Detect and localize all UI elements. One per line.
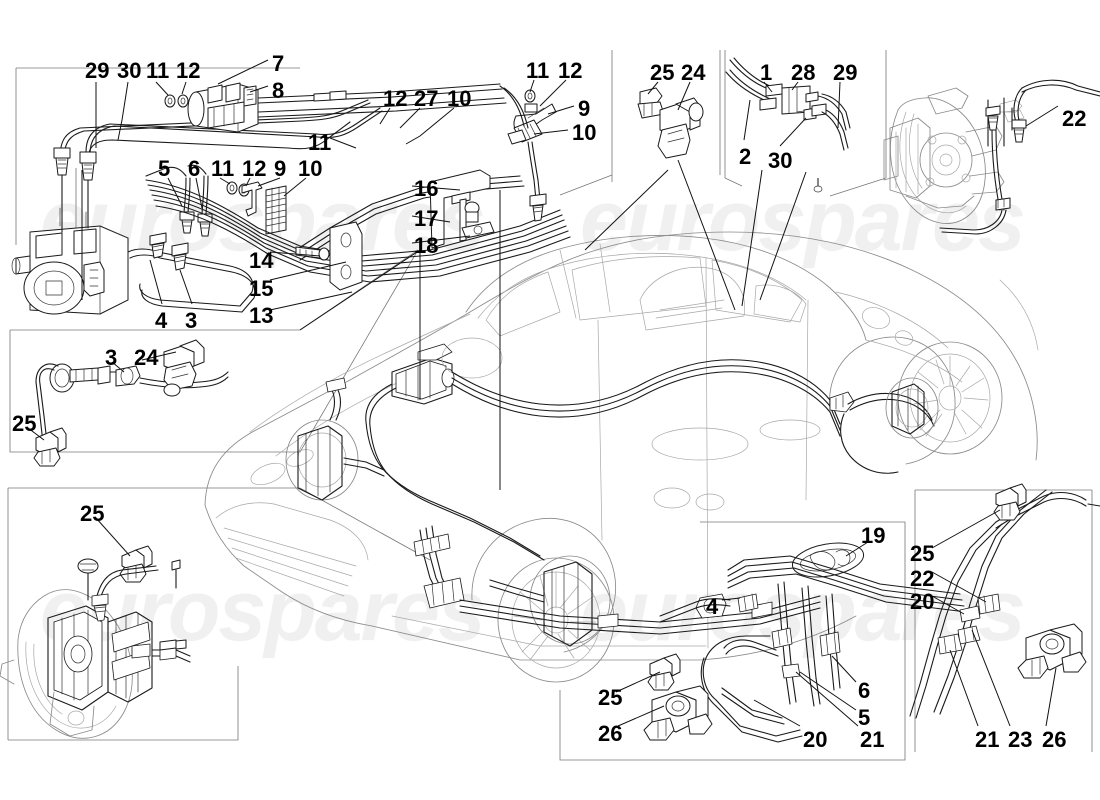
callout-7: 7	[272, 51, 285, 76]
rear-hub-brake-assembly	[883, 87, 1025, 224]
callout-10: 10	[447, 86, 472, 111]
callout-9: 9	[274, 156, 287, 181]
callout-2: 2	[739, 144, 752, 169]
callout-15: 15	[249, 276, 274, 301]
abs-sensor-cable-22	[939, 79, 1100, 235]
callout-25: 25	[80, 501, 105, 526]
callout-10: 10	[572, 120, 597, 145]
callout-21: 21	[975, 727, 1000, 752]
callout-5: 5	[858, 705, 871, 730]
callout-6: 6	[188, 156, 201, 181]
callout-4: 4	[706, 594, 719, 619]
callout-10: 10	[298, 156, 323, 181]
installed-brake-lines	[285, 337, 939, 647]
callout-26: 26	[598, 721, 623, 746]
callout-27: 27	[414, 86, 439, 111]
callout-11: 11	[308, 130, 332, 155]
junction-block-28	[725, 57, 851, 151]
callout-3: 3	[105, 345, 118, 370]
inset-rear-pipes-right	[909, 483, 1100, 719]
callout-24: 24	[134, 345, 159, 370]
callout-28: 28	[791, 60, 816, 85]
pipes-5-6	[145, 164, 213, 237]
abs-unit-assembly	[11, 207, 129, 315]
front-brake-detail-lower-left	[0, 558, 191, 739]
leader-lines-vehicle	[81, 159, 823, 490]
inset-rear-lines-19-21	[643, 542, 967, 743]
callout-12: 12	[242, 156, 267, 181]
washers-11-12-top	[164, 94, 189, 108]
inset-clip-25-lower	[119, 545, 153, 583]
callout-25: 25	[12, 411, 37, 436]
callout-1: 1	[760, 60, 773, 85]
callout-19: 19	[861, 523, 886, 548]
callout-29: 29	[833, 60, 858, 85]
callout-20: 20	[803, 727, 828, 752]
callout-24: 24	[681, 60, 706, 85]
callout-13: 13	[249, 303, 274, 328]
callout-9: 9	[578, 96, 591, 121]
callout-5: 5	[158, 156, 171, 181]
callout-25: 25	[598, 685, 623, 710]
callout-18: 18	[414, 233, 439, 258]
callout-12: 12	[176, 58, 201, 83]
callout-22: 22	[1062, 106, 1087, 131]
callout-6: 6	[858, 678, 871, 703]
callout-11: 11	[526, 58, 550, 83]
callout-17: 17	[414, 206, 439, 231]
inset-frames	[7, 50, 1093, 761]
bracket-9-clip-10	[226, 181, 287, 235]
callout-11: 11	[211, 156, 235, 181]
callout-25: 25	[650, 60, 675, 85]
callout-22: 22	[910, 566, 935, 591]
callout-21: 21	[860, 727, 885, 752]
callout-29: 29	[85, 58, 110, 83]
callout-26: 26	[1042, 727, 1067, 752]
callout-12: 12	[558, 58, 583, 83]
callout-25: 25	[910, 541, 935, 566]
callout-20: 20	[910, 589, 935, 614]
callout-30: 30	[768, 148, 793, 173]
callout-11: 11	[146, 58, 170, 83]
callout-16: 16	[414, 176, 439, 201]
bracket-16-17-18	[429, 169, 495, 249]
valve-block-7-8	[187, 82, 259, 133]
callout-8: 8	[272, 78, 285, 103]
pipe-bundle-upper	[257, 83, 507, 118]
callout-leaders	[27, 59, 1059, 727]
callout-12: 12	[383, 86, 408, 111]
inset-hose-3-sensor-24	[33, 339, 229, 467]
pipes-3-4	[127, 232, 256, 313]
callout-4: 4	[155, 308, 168, 333]
group-9-10-11-12-right	[499, 85, 557, 222]
bracket-13-14-15	[295, 221, 363, 291]
callout-30: 30	[117, 58, 142, 83]
callout-23: 23	[1008, 727, 1033, 752]
callout-3: 3	[185, 308, 198, 333]
sensor-24-clip-25	[637, 87, 704, 159]
callout-14: 14	[249, 248, 274, 273]
